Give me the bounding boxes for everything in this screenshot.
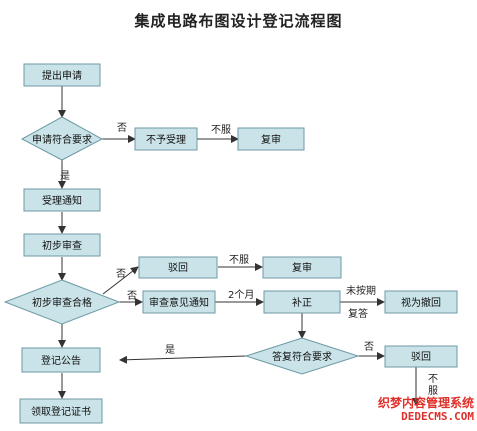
node-acceptance-notice: 受理通知	[23, 188, 101, 212]
watermark: 织梦内容管理系统 DEDECMS.COM	[378, 395, 474, 423]
node-rejected-1: 驳回	[138, 256, 218, 279]
node-review-2: 复审	[262, 256, 342, 279]
node-deemed-withdrawn: 视为撤回	[384, 290, 458, 314]
edge-reply-to-announcement	[119, 355, 247, 364]
edge-label-yes-2: 是	[165, 344, 175, 356]
node-submit-label: 提出申请	[42, 69, 82, 82]
node-opinion-notice-label: 审查意见通知	[149, 296, 209, 309]
node-rejected-2: 驳回	[384, 345, 458, 368]
node-announcement-label: 登记公告	[41, 354, 81, 367]
node-announcement: 登记公告	[21, 347, 101, 373]
diagram-title: 集成电路布图设计登记流程图	[134, 12, 343, 30]
node-preliminary-pass-label: 初步审查合格	[32, 296, 92, 309]
node-review-2-label: 复审	[292, 261, 312, 274]
node-supplement-label: 补正	[292, 296, 312, 309]
edge-label-reply: 复答	[348, 307, 368, 320]
watermark-line2: DEDECMS.COM	[401, 410, 474, 423]
edge-label-no-1: 否	[117, 122, 127, 134]
edge-label-no-4: 否	[364, 341, 374, 353]
edge-label-no-2: 否	[116, 268, 126, 280]
edge-pass-to-rejected	[102, 266, 139, 295]
node-reject-acceptance-label: 不予受理	[146, 134, 186, 146]
node-review-1: 复审	[237, 127, 305, 151]
edge-label-overdue: 未按期	[346, 284, 376, 297]
node-certificate: 领取登记证书	[19, 398, 103, 424]
node-preliminary-pass: 初步审查合格	[3, 279, 121, 325]
node-supplement: 补正	[263, 290, 341, 314]
edge-label-disagree-1: 不服	[211, 124, 231, 136]
edge-label-disagree-3: 不服	[428, 374, 438, 397]
watermark-line1: 织梦内容管理系统	[378, 395, 474, 410]
node-review-1-label: 复审	[261, 133, 281, 146]
node-submit: 提出申请	[23, 63, 101, 87]
node-rejected-2-label: 驳回	[411, 351, 431, 363]
edge-label-no-3: 否	[127, 290, 137, 302]
edge-label-two-months: 2个月	[228, 289, 254, 301]
node-preliminary-exam: 初步审查	[23, 233, 101, 257]
node-reject-acceptance: 不予受理	[134, 127, 198, 151]
edge-label-yes-1: 是	[60, 170, 70, 182]
node-opinion-notice: 审查意见通知	[142, 290, 216, 314]
edges	[58, 86, 420, 406]
node-reply-ok: 答复符合要求	[244, 337, 360, 375]
node-check-requirements-label: 申请符合要求	[32, 133, 92, 146]
edge-label-disagree-2: 不服	[229, 254, 249, 266]
node-certificate-label: 领取登记证书	[31, 405, 91, 418]
node-acceptance-notice-label: 受理通知	[42, 194, 82, 207]
node-rejected-1-label: 驳回	[168, 262, 188, 274]
node-preliminary-exam-label: 初步审查	[42, 239, 82, 252]
node-deemed-withdrawn-label: 视为撤回	[401, 296, 441, 309]
edge-labels: 否 不服 是 否 不服 否 2个月 未按期 复答 是 否 不服	[60, 122, 438, 397]
node-check-requirements: 申请符合要求	[20, 116, 104, 161]
node-reply-ok-label: 答复符合要求	[272, 350, 332, 363]
